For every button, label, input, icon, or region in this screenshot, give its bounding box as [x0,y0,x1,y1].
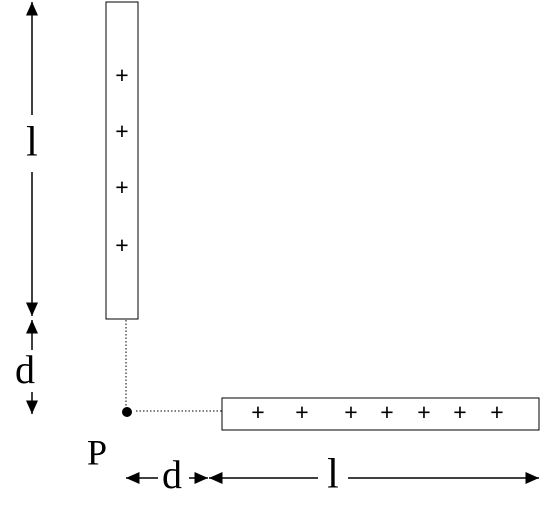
vertical-rod-plus: + [115,232,128,258]
vertical-rod-plus: + [115,174,128,200]
horizontal-rod-plus: + [344,399,357,425]
vertical-rod-plus: + [115,62,128,88]
horizontal-rod-plus: + [453,399,466,425]
vertical-length-label: l [26,120,38,166]
horizontal-rod-plus: + [295,399,308,425]
horizontal-rod-plus: + [417,399,430,425]
vertical-rod [105,1,139,320]
point-p-label: P [87,432,107,472]
horizontal-length-label: l [327,452,339,498]
horizontal-rod-plus: + [490,399,503,425]
horizontal-rod-plus: + [251,399,264,425]
vertical-rod-plus: + [115,118,128,144]
horizontal-gap-label: d [162,452,182,497]
vertical-gap-label: d [15,347,35,392]
horizontal-rod-plus: + [380,399,393,425]
point-p-marker [122,407,132,417]
horizontal-rod [221,397,540,431]
